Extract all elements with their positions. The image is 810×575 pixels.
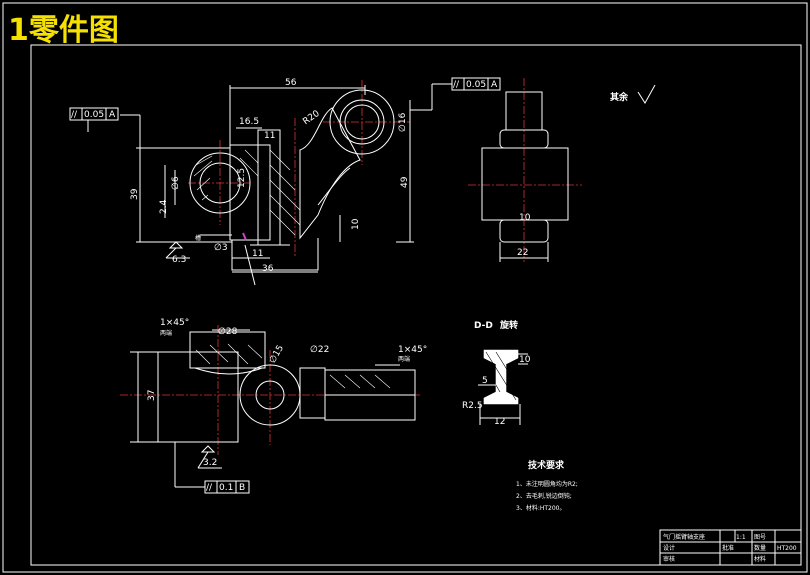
chamfer-left-note: 两端	[160, 329, 172, 337]
tech-req-item-1: 1、未注明圆角均为R2;	[516, 480, 578, 488]
dim-10-side: 10	[519, 213, 531, 223]
dim-37: 37	[147, 390, 157, 401]
dim-d28: ∅28	[218, 327, 238, 337]
title-block-r3: 批准	[722, 544, 734, 552]
dim-49: 49	[400, 176, 410, 188]
page-title: 1零件图	[8, 13, 119, 48]
title-block-c2: 数量	[754, 544, 766, 552]
dim-d16: ∅16	[398, 112, 408, 132]
title-block-r1: 设计	[663, 544, 675, 552]
title-block-c1: 图号	[754, 534, 766, 541]
section-label2: 旋转	[499, 319, 518, 331]
dim-d3: ∅3	[214, 243, 228, 253]
tol-right-datum: A	[491, 80, 498, 90]
title-block-material: HT200	[777, 545, 797, 552]
tol-bottom-datum: B	[239, 483, 245, 493]
dim-39: 39	[130, 188, 140, 200]
tol-right-symbol: //	[453, 80, 460, 90]
section-dim-12: 12	[494, 417, 505, 427]
title-block-c3: 材料	[754, 555, 766, 563]
title-block-name: 气门摇臂轴支座	[663, 533, 705, 541]
tech-req-item-2: 2、去毛刺,锐边倒钝;	[516, 492, 572, 500]
tol-frame-bottom: // 0.1 B	[204, 480, 250, 494]
section-label: D-D	[474, 321, 493, 331]
section-view: D-D 旋转 10 5 R2.5 12	[462, 319, 531, 427]
chamfer-right: 1×45°	[398, 345, 427, 355]
dim-left-small: 2.4	[159, 199, 169, 214]
dim-56: 56	[285, 78, 297, 88]
dim-11-top: 11	[264, 131, 275, 141]
chamfer-left: 1×45°	[160, 318, 189, 328]
dim-d22: ∅22	[310, 345, 329, 355]
tol-left-symbol: //	[71, 110, 78, 120]
roughness-6-3: 6.3	[172, 255, 186, 265]
dim-36: 36	[262, 264, 274, 274]
tol-bottom-symbol: //	[206, 483, 213, 493]
chamfer-right-note: 两端	[398, 355, 410, 363]
roughness-3-2: 3.2	[203, 458, 217, 468]
dim-slot: 槽	[195, 234, 201, 242]
tol-right-value: 0.05	[466, 80, 486, 90]
side-view: 22 10	[468, 78, 582, 262]
remaining-roughness: 其余	[610, 84, 656, 104]
dim-11-bot: 11	[252, 249, 263, 259]
tech-requirements: 技术要求 1、未注明圆角均为R2; 2、去毛刺,锐边倒钝; 3、材料:HT200…	[516, 459, 578, 512]
title-block-r2: 审核	[663, 555, 675, 563]
tech-req-title: 技术要求	[528, 459, 565, 471]
tol-bottom-value: 0.1	[219, 483, 233, 493]
tol-frame-left: // 0.05 A	[69, 107, 119, 121]
section-dim-r25: R2.5	[462, 401, 483, 411]
dim-22: 22	[517, 248, 528, 258]
inner-frame	[30, 44, 802, 566]
remaining-roughness-label: 其余	[610, 91, 629, 103]
section-dim-10: 10	[519, 355, 531, 365]
title-block-scale: 1:1	[736, 534, 746, 541]
tech-req-item-3: 3、材料:HT200。	[516, 504, 565, 512]
section-dim-5: 5	[482, 376, 488, 386]
dim-16-5: 16.5	[239, 117, 259, 127]
dim-d6: ∅6	[171, 176, 181, 190]
tol-left-value: 0.05	[84, 110, 104, 120]
title-block: 气门摇臂轴支座 1:1 图号 数量 材料 HT200 设计 审核 批准	[659, 529, 802, 566]
dim-10: 10	[351, 218, 361, 230]
tol-frame-right: // 0.05 A	[432, 77, 501, 91]
tol-left-datum: A	[109, 110, 116, 120]
dim-12-5: 12.5	[237, 168, 247, 188]
